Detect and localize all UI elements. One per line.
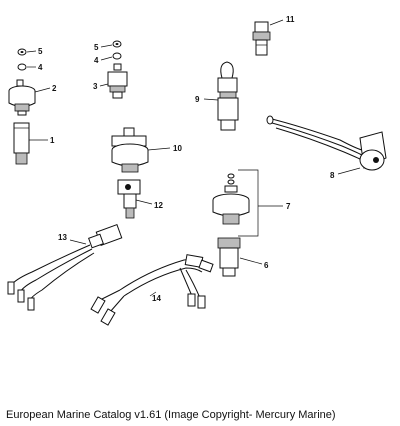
callout-12: 12 bbox=[154, 201, 163, 210]
part-sensor-loop bbox=[203, 61, 239, 131]
part-switch-mid bbox=[99, 63, 128, 99]
callout-3: 3 bbox=[93, 82, 98, 91]
part-washer-mid bbox=[100, 52, 122, 61]
callout-4-left: 4 bbox=[38, 63, 43, 72]
part-nut-mid bbox=[100, 40, 122, 48]
callout-1: 1 bbox=[50, 136, 55, 145]
part-adapter-right bbox=[217, 237, 263, 277]
image-caption: European Marine Catalog v1.61 (Image Cop… bbox=[6, 409, 336, 421]
part-nut-left bbox=[17, 48, 37, 56]
callout-14: 14 bbox=[152, 294, 161, 303]
parts-diagram: 5 4 2 1 5 4 3 11 9 8 10 12 7 6 13 14 bbox=[7, 15, 387, 326]
callout-11: 11 bbox=[286, 15, 295, 24]
callout-10: 10 bbox=[173, 144, 182, 153]
callout-4-mid: 4 bbox=[94, 56, 99, 65]
part-sender-mid bbox=[111, 127, 171, 173]
part-harness-left bbox=[7, 224, 123, 311]
callout-2: 2 bbox=[52, 84, 57, 93]
part-harness-bottom bbox=[90, 254, 214, 326]
callout-6: 6 bbox=[264, 261, 269, 270]
part-switch-right bbox=[212, 169, 283, 237]
callout-9: 9 bbox=[195, 95, 200, 104]
callout-8: 8 bbox=[330, 171, 335, 180]
part-sender-left bbox=[8, 79, 51, 116]
part-adapter-left bbox=[13, 122, 48, 165]
part-fitting-top bbox=[252, 19, 284, 56]
callout-5-left: 5 bbox=[38, 47, 43, 56]
callout-5-mid: 5 bbox=[94, 43, 99, 52]
part-harness-bracket bbox=[266, 115, 387, 175]
part-washer-left bbox=[17, 63, 36, 71]
part-elbow-fitting bbox=[117, 179, 153, 219]
callout-13: 13 bbox=[58, 233, 67, 242]
callout-7: 7 bbox=[286, 202, 291, 211]
